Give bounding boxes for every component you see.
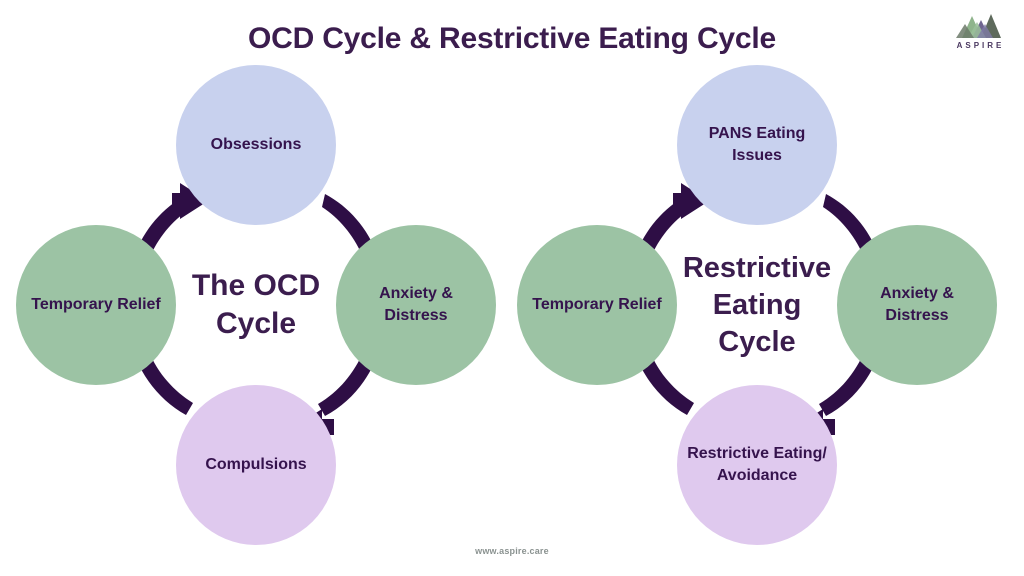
node-compulsions[interactable]: Compulsions — [176, 385, 336, 545]
node-anxiety-distress[interactable]: Anxiety & Distress — [336, 225, 496, 385]
node-restrictive-eating-avoidance[interactable]: Restrictive Eating/ Avoidance — [677, 385, 837, 545]
node-temporary-relief[interactable]: Temporary Relief — [517, 225, 677, 385]
aspire-logo: ASPIRE — [948, 8, 1010, 58]
node-compulsions-label: Compulsions — [205, 456, 307, 473]
page-title: OCD Cycle & Restrictive Eating Cycle — [248, 22, 776, 55]
arrow-head-relief-to-pans-eating-issues — [673, 183, 709, 219]
node-anxiety-distress[interactable]: Anxiety & Distress — [837, 225, 997, 385]
node-anxiety-distress-label: Anxiety & Distress — [379, 285, 453, 324]
node-temporary-relief-label: Temporary Relief — [31, 296, 161, 313]
node-pans-eating-issues-label: PANS Eating Issues — [708, 125, 806, 164]
footer-website-url: www.aspire.care — [475, 546, 549, 556]
node-obsessions-label: Obsessions — [210, 136, 302, 153]
node-pans-eating-issues[interactable]: PANS Eating Issues — [677, 65, 837, 225]
arrow-head-relief-to-obsessions — [172, 183, 208, 219]
node-anxiety-distress-label: Anxiety & Distress — [880, 285, 954, 324]
mountain-peaks-icon — [956, 14, 1001, 38]
node-temporary-relief-label: Temporary Relief — [532, 296, 662, 313]
logo-wordmark: ASPIRE — [956, 41, 1005, 50]
restrictive-eating-cycle-diagram: PANS Eating Issues Anxiety & Distress Re… — [517, 65, 997, 545]
node-obsessions[interactable]: Obsessions — [176, 65, 336, 225]
ocd-cycle-diagram: Obsessions Anxiety & Distress Compulsion… — [16, 65, 496, 545]
node-temporary-relief[interactable]: Temporary Relief — [16, 225, 176, 385]
node-restrictive-eating-avoidance-label: Restrictive Eating/ Avoidance — [687, 445, 827, 484]
